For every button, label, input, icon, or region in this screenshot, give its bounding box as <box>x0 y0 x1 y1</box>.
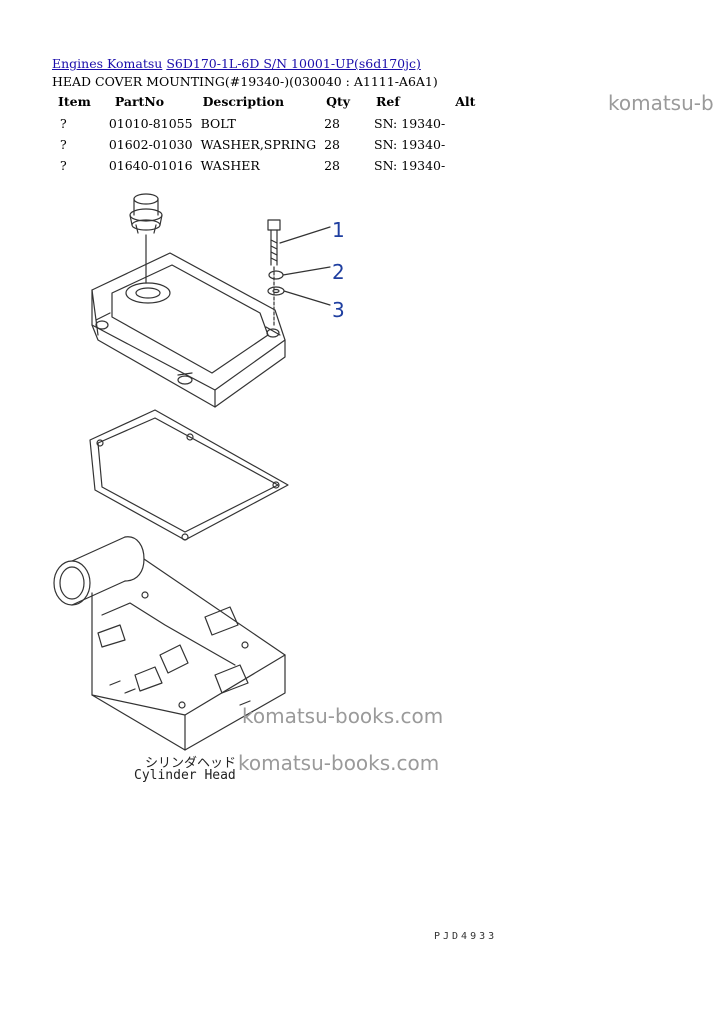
cell-ref: SN: 19340- <box>374 137 446 152</box>
table-row: ? 01640-01016 WASHER 28 SN: 19340- <box>52 155 481 176</box>
diagram-code: PJD4933 <box>434 931 498 942</box>
cell-alt <box>449 155 481 176</box>
cell-qty: 28 <box>324 116 340 131</box>
cell-item: ? <box>60 116 67 131</box>
table-header-row: Item PartNo Description Qty Ref Alt <box>52 92 481 113</box>
callout-1: 1 <box>332 218 345 242</box>
breather-plug-part <box>129 193 163 284</box>
leader-line-3 <box>283 290 331 306</box>
table-row: ? 01602-01030 WASHER,SPRING 28 SN: 19340… <box>52 134 481 155</box>
cell-partno: 01602-01030 <box>108 137 193 152</box>
header-qty: Qty <box>326 94 350 109</box>
header-description: Description <box>202 94 285 109</box>
watermark-middle-1: komatsu-books.com <box>242 704 444 728</box>
cell-description: BOLT <box>200 116 236 131</box>
cell-description: WASHER <box>200 158 260 173</box>
exploded-parts-diagram: 1 2 3 <box>53 193 345 751</box>
header-alt: Alt <box>455 94 476 109</box>
cell-qty: 28 <box>324 137 340 152</box>
caption-japanese: シリンダヘッド <box>145 756 237 771</box>
header-ref: Ref <box>376 94 400 109</box>
cell-partno: 01640-01016 <box>108 158 193 173</box>
header-partno: PartNo <box>114 94 165 109</box>
cell-ref: SN: 19340- <box>374 158 446 173</box>
head-cover-part <box>91 252 286 408</box>
cell-description: WASHER,SPRING <box>200 137 317 152</box>
cell-ref: SN: 19340- <box>374 116 446 131</box>
table-row: ? 01010-81055 BOLT 28 SN: 19340- <box>52 113 481 134</box>
cell-partno: 01010-81055 <box>108 116 193 131</box>
breadcrumb-link-engines[interactable]: Engines Komatsu <box>52 56 163 71</box>
leader-line-1 <box>279 226 331 244</box>
spring-washer-part <box>268 270 284 280</box>
breadcrumb: Engines Komatsu S6D170-1L-6D S/N 10001-U… <box>52 56 421 71</box>
cylinder-head-part <box>53 536 286 751</box>
watermark-middle-2: komatsu-books.com <box>238 751 440 775</box>
caption-english: Cylinder Head <box>134 768 236 783</box>
washer-part <box>267 286 285 296</box>
cell-item: ? <box>60 137 67 152</box>
watermark-top: komatsu-b <box>608 91 714 115</box>
cell-qty: 28 <box>324 158 340 173</box>
bolt-part <box>267 219 281 326</box>
callout-2: 2 <box>332 260 345 284</box>
cell-alt <box>449 113 481 134</box>
gasket-part <box>89 409 289 541</box>
leader-line-2 <box>282 266 331 276</box>
callout-3: 3 <box>332 298 345 322</box>
cell-alt <box>449 134 481 155</box>
breadcrumb-link-model[interactable]: S6D170-1L-6D S/N 10001-UP(s6d170jc) <box>166 56 421 71</box>
parts-table: Item PartNo Description Qty Ref Alt ? 01… <box>52 92 481 176</box>
header-item: Item <box>58 94 91 109</box>
cell-item: ? <box>60 158 67 173</box>
page-subtitle: HEAD COVER MOUNTING(#19340-)(030040 : A1… <box>52 74 438 89</box>
